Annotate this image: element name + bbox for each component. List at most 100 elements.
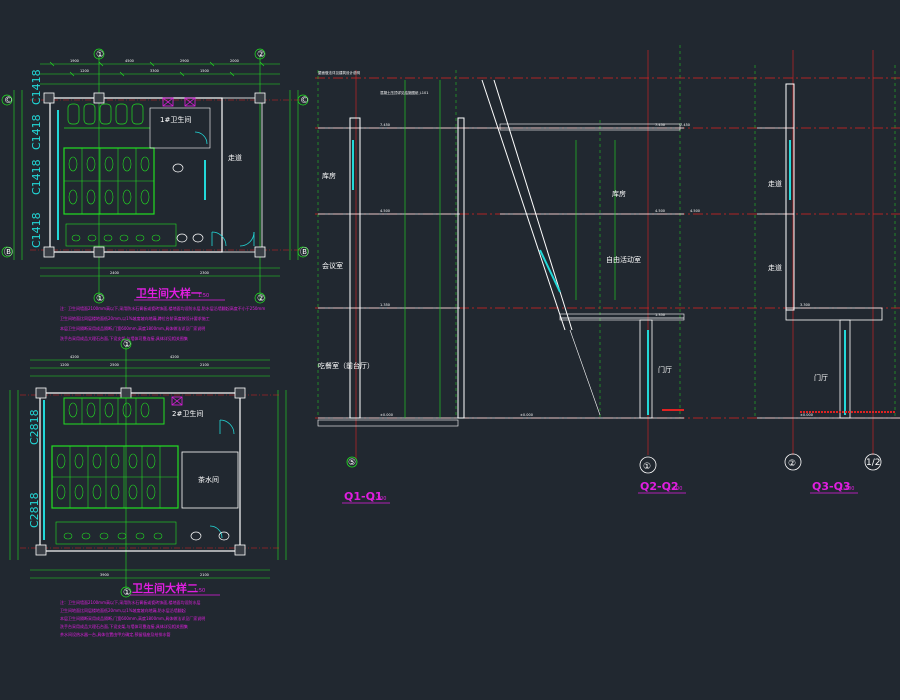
- grid-label-2b: ②: [257, 294, 265, 304]
- s1-slabs: [318, 127, 460, 419]
- plan1-note-4: 洗手台采用成品大理石台面,下设支架,与墙体可靠连接,具体详见相关图集: [60, 335, 188, 341]
- plan2-axis-lines: [20, 394, 280, 549]
- s3-room-2: 走道: [768, 263, 782, 272]
- plan2-stall-dividers: [52, 446, 178, 508]
- s3-slabs: [757, 127, 900, 419]
- svg-text:1.350: 1.350: [380, 303, 390, 307]
- plan2-title: 卫生间大样二: [132, 581, 198, 595]
- s2-room-2: 自由活动室: [606, 255, 641, 264]
- svg-text:±0.000: ±0.000: [800, 413, 813, 417]
- s3-canopy: [785, 307, 883, 321]
- plan1-side-dims: C1418 C1418 C1418 C1418: [30, 69, 43, 248]
- s2-scale: 1:100: [668, 486, 682, 492]
- plan1-dim-ticks: [49, 61, 265, 77]
- plan1-anteroom: [149, 107, 211, 149]
- plan2-note-2: 卫生间地面比同层楼地面低20mm,以1%坡度坡向地漏,防水层沿墙翻起: [60, 607, 186, 613]
- s1-title: Q1-Q1: [344, 490, 383, 503]
- svg-text:2000: 2000: [230, 59, 239, 63]
- svg-text:1900: 1900: [70, 59, 79, 63]
- svg-text:4.500: 4.500: [380, 209, 390, 213]
- plan1-doors: [194, 131, 255, 247]
- s2-diagonal: [569, 329, 601, 416]
- s3-scale: 1:100: [840, 486, 854, 492]
- plan2-basins: [55, 521, 177, 545]
- plan1-top-fixtures: [64, 103, 150, 129]
- plan1-scale: 1:50: [198, 293, 209, 299]
- s3-grid-label-1-2: 1/2: [866, 458, 880, 468]
- svg-text:3900: 3900: [100, 573, 109, 577]
- svg-text:3.300: 3.300: [800, 303, 810, 307]
- svg-text:1500: 1500: [200, 69, 209, 73]
- svg-text:4500: 4500: [125, 59, 134, 63]
- grid-label-c2: ©: [300, 96, 309, 106]
- svg-text:1200: 1200: [60, 363, 69, 367]
- plan2-note-3: 本层卫生间隔断采用成品隔断,门宽600mm,高度1800mm,具体做法详见厂家说…: [60, 615, 205, 621]
- s3-title: Q3-Q3: [812, 480, 851, 493]
- svg-text:7.450: 7.450: [380, 123, 390, 127]
- plan1-washbasins: [172, 163, 204, 243]
- section-dashed-lines: [317, 45, 896, 418]
- grid-label-2: ②: [257, 50, 265, 60]
- s2-floor-slab: [559, 313, 685, 321]
- svg-text:7.450: 7.450: [680, 123, 690, 127]
- s1-wall: [349, 117, 361, 419]
- grid-label-1b: ①: [96, 294, 104, 304]
- s3-room-1: 走道: [768, 179, 782, 188]
- svg-text:1.350: 1.350: [655, 313, 665, 317]
- svg-text:4200: 4200: [70, 355, 79, 359]
- s1-scale: 1:100: [372, 496, 386, 502]
- plan1-note-3: 本层卫生间隔断采用成品隔断,门宽600mm,高度1800mm,具体做法详见厂家说…: [60, 325, 205, 331]
- svg-text:1200: 1200: [80, 69, 89, 73]
- s2-roof-slab: [499, 123, 681, 131]
- plan2-notes: 注：卫生间墙面2100mm高以下,采用防水石膏板或瓷砖饰面,楼地面均设防水层 卫…: [60, 599, 205, 637]
- grid-label-1: ①: [96, 50, 104, 60]
- plan2-note-4: 洗手台采用成品大理石台面,下设支架,与墙体可靠连接,具体详见相关图集: [60, 623, 188, 629]
- grid-label-b: Ⓑ: [4, 247, 13, 258]
- plan1-windows: [57, 110, 206, 240]
- svg-text:2100: 2100: [200, 363, 209, 367]
- room-label-wc2: 2#卫生间: [172, 409, 203, 418]
- plan2-outer-wall: [39, 392, 241, 552]
- s1-room-3: 吃餐室（前台厅）: [318, 361, 374, 370]
- room-label-wc1: 1#卫生间: [160, 115, 191, 124]
- plan1-grid-bubbles: [1, 48, 309, 304]
- plan2-doors: [209, 419, 235, 539]
- plan2-toilets: [56, 453, 156, 500]
- s1-grid-label: ⑤: [348, 458, 356, 468]
- plan2-note-1: 注：卫生间墙面2100mm高以下,采用防水石膏板或瓷砖饰面,楼地面均设防水层: [60, 599, 201, 605]
- plan1-stall-dividers: [64, 148, 154, 214]
- svg-text:4.500: 4.500: [655, 209, 665, 213]
- s2-header-note: 混凝土压顶详见结施图纸 J-101: [380, 90, 428, 95]
- s3-grid-bubble-1-2: [864, 453, 882, 471]
- plan1-note-1: 注：卫生间墙面2100mm高以下,采用防水石膏板或瓷砖饰面,楼地面均设防水层,防…: [60, 305, 265, 311]
- svg-text:7.450: 7.450: [655, 123, 665, 127]
- s2-grid-bubble: [639, 456, 657, 474]
- plan2-side-dim-2: C2818: [28, 492, 41, 528]
- svg-text:2400: 2400: [110, 271, 119, 275]
- plan2-shaft-markers: [171, 396, 183, 406]
- plan1-shaft-markers: [162, 97, 196, 107]
- plan1-notes: 注：卫生间墙面2100mm高以下,采用防水石膏板或瓷砖饰面,楼地面均设防水层,防…: [60, 305, 265, 341]
- section-vertical-axes: [355, 50, 874, 460]
- svg-text:2500: 2500: [110, 363, 119, 367]
- s3-wall: [785, 83, 795, 311]
- room-label-tea: 茶水间: [198, 475, 219, 484]
- grid-label-b2: Ⓑ: [300, 247, 309, 258]
- section-level-lines: [315, 77, 900, 419]
- s2-room-1: 库房: [612, 189, 626, 198]
- s2-slabs: [460, 127, 684, 419]
- s3-room-3: 门厅: [814, 373, 828, 382]
- s2-room-3: 门厅: [658, 365, 672, 374]
- plan2-note-5: 茶水间设热水器一台,具体位置由甲方确定,预留插座及给排水管: [60, 631, 171, 637]
